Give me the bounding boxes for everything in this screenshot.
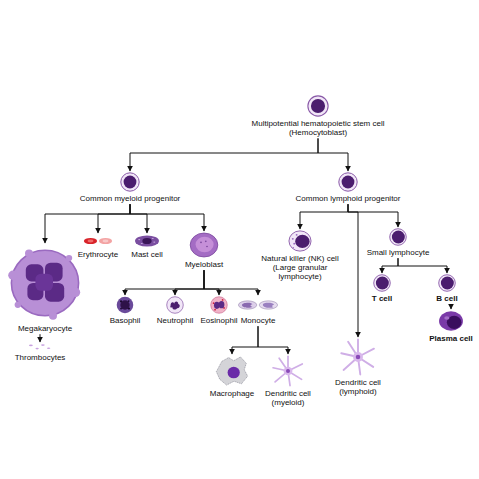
cell-label: Natural killer (NK) cell (Large granular…: [250, 254, 350, 282]
lineage-arrow: [258, 326, 288, 354]
cell-icon: [288, 230, 312, 252]
cell-icon: [83, 234, 113, 248]
cell-icon: [5, 244, 85, 322]
cell-node: Multipotential hematopoietic stem cell (…: [248, 95, 388, 137]
cell-icon: [307, 95, 329, 117]
lineage-arrow: [204, 270, 219, 295]
cell-icon: [120, 172, 140, 192]
cell-icon: [166, 296, 184, 314]
cell-icon: [438, 274, 456, 292]
cell-node: Common lymphoid progenitor: [283, 172, 413, 203]
cell-node: Natural killer (NK) cell (Large granular…: [250, 230, 350, 282]
cell-label: Common lymphoid progenitor: [283, 194, 413, 203]
cell-label: Thrombocytes: [10, 353, 70, 362]
cell-node: Monocyte: [231, 296, 285, 325]
cell-label: Megakaryocyte: [3, 324, 87, 333]
cell-node: Common myeloid progenitor: [65, 172, 195, 203]
cell-node: Macrophage: [200, 355, 264, 398]
lineage-arrow: [45, 204, 130, 243]
cell-node: Neutrophil: [151, 296, 199, 325]
cell-node: Small lymphocyte: [358, 228, 438, 257]
cell-icon: [338, 172, 358, 192]
lineage-arrow: [382, 258, 398, 273]
cell-label: Macrophage: [200, 389, 264, 398]
cell-label: Neutrophil: [151, 316, 199, 325]
cell-label: Multipotential hematopoietic stem cell (…: [248, 119, 388, 137]
cell-icon: [116, 296, 134, 314]
cell-icon: [271, 355, 305, 387]
cell-label: Common myeloid progenitor: [65, 194, 195, 203]
lineage-arrow: [125, 270, 204, 295]
cell-node: Dendritic cell (lymphoid): [326, 338, 390, 396]
cell-node: T cell: [362, 274, 402, 303]
cell-icon: [215, 355, 249, 387]
cell-label: T cell: [362, 294, 402, 303]
cell-icon: [210, 296, 228, 314]
cell-node: Megakaryocyte: [3, 244, 87, 333]
cell-node: Myeloblast: [179, 232, 229, 269]
lineage-arrow: [175, 270, 204, 295]
cell-label: Small lymphocyte: [358, 248, 438, 257]
cell-label: Basophil: [103, 316, 147, 325]
cell-node: Thrombocytes: [10, 343, 70, 362]
cell-icon: [339, 338, 377, 376]
cell-label: Monocyte: [231, 316, 285, 325]
lineage-arrow: [232, 326, 258, 354]
lineage-arrow: [348, 204, 358, 337]
cell-label: Plasma cell: [421, 334, 479, 343]
cell-label: Dendritic cell (myeloid): [258, 389, 318, 407]
cell-node: Erythrocyte: [73, 234, 123, 259]
cell-icon: [189, 232, 219, 258]
lineage-arrow: [130, 204, 204, 231]
cell-node: Plasma cell: [421, 310, 479, 343]
cell-node: Mast cell: [124, 234, 170, 259]
lineage-arrow: [398, 258, 447, 273]
cell-icon: [389, 228, 407, 246]
cell-icon: [238, 296, 278, 314]
cell-label: Erythrocyte: [73, 250, 123, 259]
cell-label: Dendritic cell (lymphoid): [326, 378, 390, 396]
cell-node: Eosinophil: [195, 296, 243, 325]
cell-label: Mast cell: [124, 250, 170, 259]
cell-node: Basophil: [103, 296, 147, 325]
lineage-arrow: [130, 138, 318, 171]
lineage-arrow: [300, 204, 348, 229]
lineage-arrow: [98, 204, 130, 233]
cell-icon: [28, 343, 52, 351]
cell-label: Eosinophil: [195, 316, 243, 325]
lineage-arrow: [318, 138, 348, 171]
lineage-arrow: [204, 270, 258, 295]
lineage-arrow: [451, 304, 452, 309]
lineage-arrow: [130, 204, 147, 233]
cell-icon: [438, 310, 464, 332]
cell-node: B cell: [427, 274, 467, 303]
cell-icon: [373, 274, 391, 292]
cell-icon: [134, 234, 160, 248]
cell-node: Dendritic cell (myeloid): [258, 355, 318, 407]
lineage-arrow: [40, 334, 41, 342]
cell-label: Myeloblast: [179, 260, 229, 269]
cell-label: B cell: [427, 294, 467, 303]
lineage-arrow: [348, 204, 398, 227]
